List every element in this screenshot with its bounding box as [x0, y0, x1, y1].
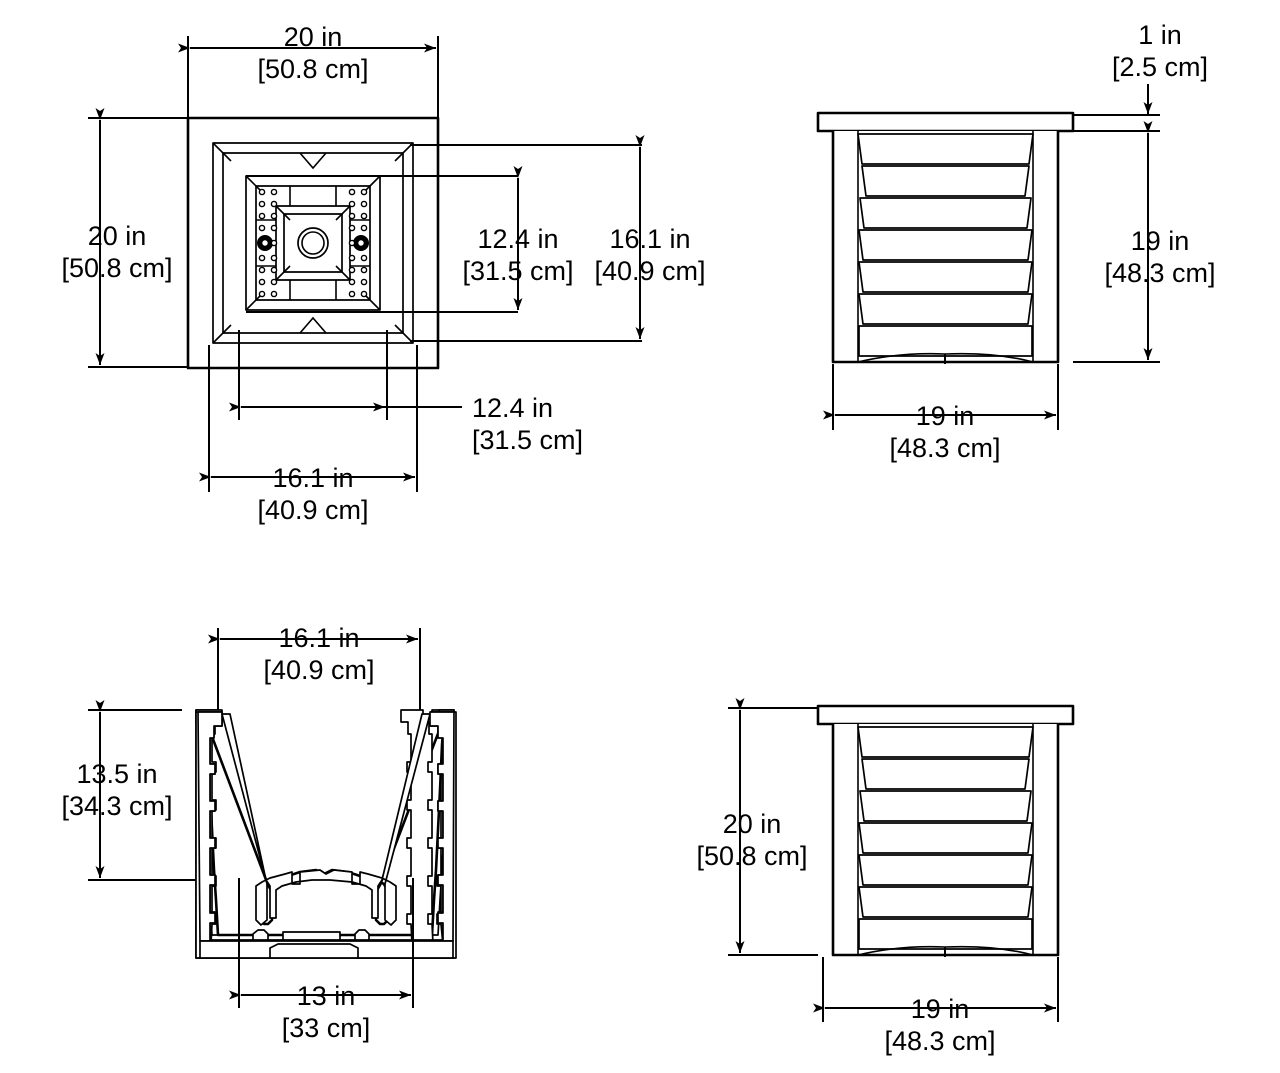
louver-slat [858, 229, 1033, 261]
dim-label-inner-h-large-cm: [40.9 cm] [257, 495, 368, 525]
planter-ring-3-corner-bevels [275, 205, 351, 281]
louver-slat [861, 758, 1030, 790]
cap-board [816, 111, 1075, 133]
center-drain-hole-inner [301, 231, 325, 255]
section-floor-slab [199, 940, 454, 959]
section-left-wall-outer [197, 711, 223, 942]
louver-slats [857, 133, 1034, 357]
dim-label-body-height-cm: [48.3 cm] [1104, 258, 1215, 288]
dim-label-inner-h-small-in: 12.4 in [472, 393, 553, 423]
louver-slat [858, 854, 1033, 886]
dim-label-bottom-in: 13 in [297, 981, 356, 1011]
louver-slat [858, 918, 1033, 950]
side-elevation-group: 20 in [50.8 cm] 19 in [48.3 cm] [696, 698, 1075, 1056]
louver-slat [857, 726, 1034, 758]
louver-slat [857, 133, 1034, 165]
louver-slat [858, 293, 1033, 325]
section-view-group: 16.1 in [40.9 cm] 13.5 in [34.3 cm] 13 i… [61, 623, 457, 1043]
section-interior-wall [221, 713, 431, 926]
dim-label-inner-v-small-in: 12.4 in [477, 224, 558, 254]
louver-slats-2 [857, 726, 1034, 950]
planter-ring-2-corner-bevels [245, 175, 381, 311]
dim-label-body-width-in: 19 in [916, 401, 975, 431]
dim-label-inner-v-large-in: 16.1 in [609, 224, 690, 254]
dim-label-overall-height-cm: [50.8 cm] [696, 841, 807, 871]
bottom-foot-curve-2 [857, 945, 1034, 956]
bolt-right-center [356, 238, 366, 248]
dim-label-width-in: 20 in [284, 22, 343, 52]
section-cavity-mask [203, 716, 446, 937]
dim-label-inner-h-large-in: 16.1 in [272, 463, 353, 493]
planter-ring-1-corner-bevels [212, 142, 414, 344]
louver-slat [858, 261, 1033, 293]
bottom-foot-curve [857, 352, 1034, 363]
dim-label-cap-cm: [2.5 cm] [1112, 52, 1208, 82]
dim-label-height-cm: [50.8 cm] [61, 253, 172, 283]
planter-ring-1-notches [299, 152, 327, 334]
bolt-left-center [260, 238, 270, 248]
dim-label-width-cm: [50.8 cm] [257, 54, 368, 84]
louver-slat [859, 197, 1032, 229]
dim-label-opening-in: 16.1 in [278, 623, 359, 653]
dim-label-depth-cm: [34.3 cm] [61, 791, 172, 821]
dim-label-opening-cm: [40.9 cm] [263, 655, 374, 685]
louver-slat [861, 165, 1030, 197]
dim-label-overall-height-in: 20 in [723, 809, 782, 839]
dim-label-cap-in: 1 in [1138, 20, 1182, 50]
dim-label-inner-v-small-cm: [31.5 cm] [462, 256, 573, 286]
perforation-dots-right [348, 188, 368, 298]
planter-webs [256, 186, 370, 300]
perforation-dots-left [258, 188, 278, 298]
dim-label-depth-in: 13.5 in [76, 759, 157, 789]
dim-label-height-in: 20 in [88, 221, 147, 251]
dim-label-body-height-in: 19 in [1131, 226, 1190, 256]
dim-label-overall-width-in: 19 in [911, 994, 970, 1024]
dim-label-overall-width-cm: [48.3 cm] [884, 1026, 995, 1056]
dim-label-inner-h-small-cm: [31.5 cm] [472, 425, 583, 455]
louver-slat [859, 790, 1032, 822]
louver-slat [858, 822, 1033, 854]
dim-label-inner-v-large-cm: [40.9 cm] [594, 256, 705, 286]
top-view-group: 20 in [50.8 cm] 20 in [50.8 cm] 12.4 in … [61, 22, 705, 525]
louver-slat [858, 325, 1033, 357]
cap-board-2 [816, 704, 1075, 726]
dim-label-body-width-cm: [48.3 cm] [889, 433, 1000, 463]
dim-label-bottom-cm: [33 cm] [282, 1013, 371, 1043]
front-elevation-group: 1 in [2.5 cm] 19 in [48.3 cm] 19 in [48.… [816, 20, 1216, 463]
louver-slat [858, 886, 1033, 918]
section-right-wall-outer [429, 711, 455, 942]
